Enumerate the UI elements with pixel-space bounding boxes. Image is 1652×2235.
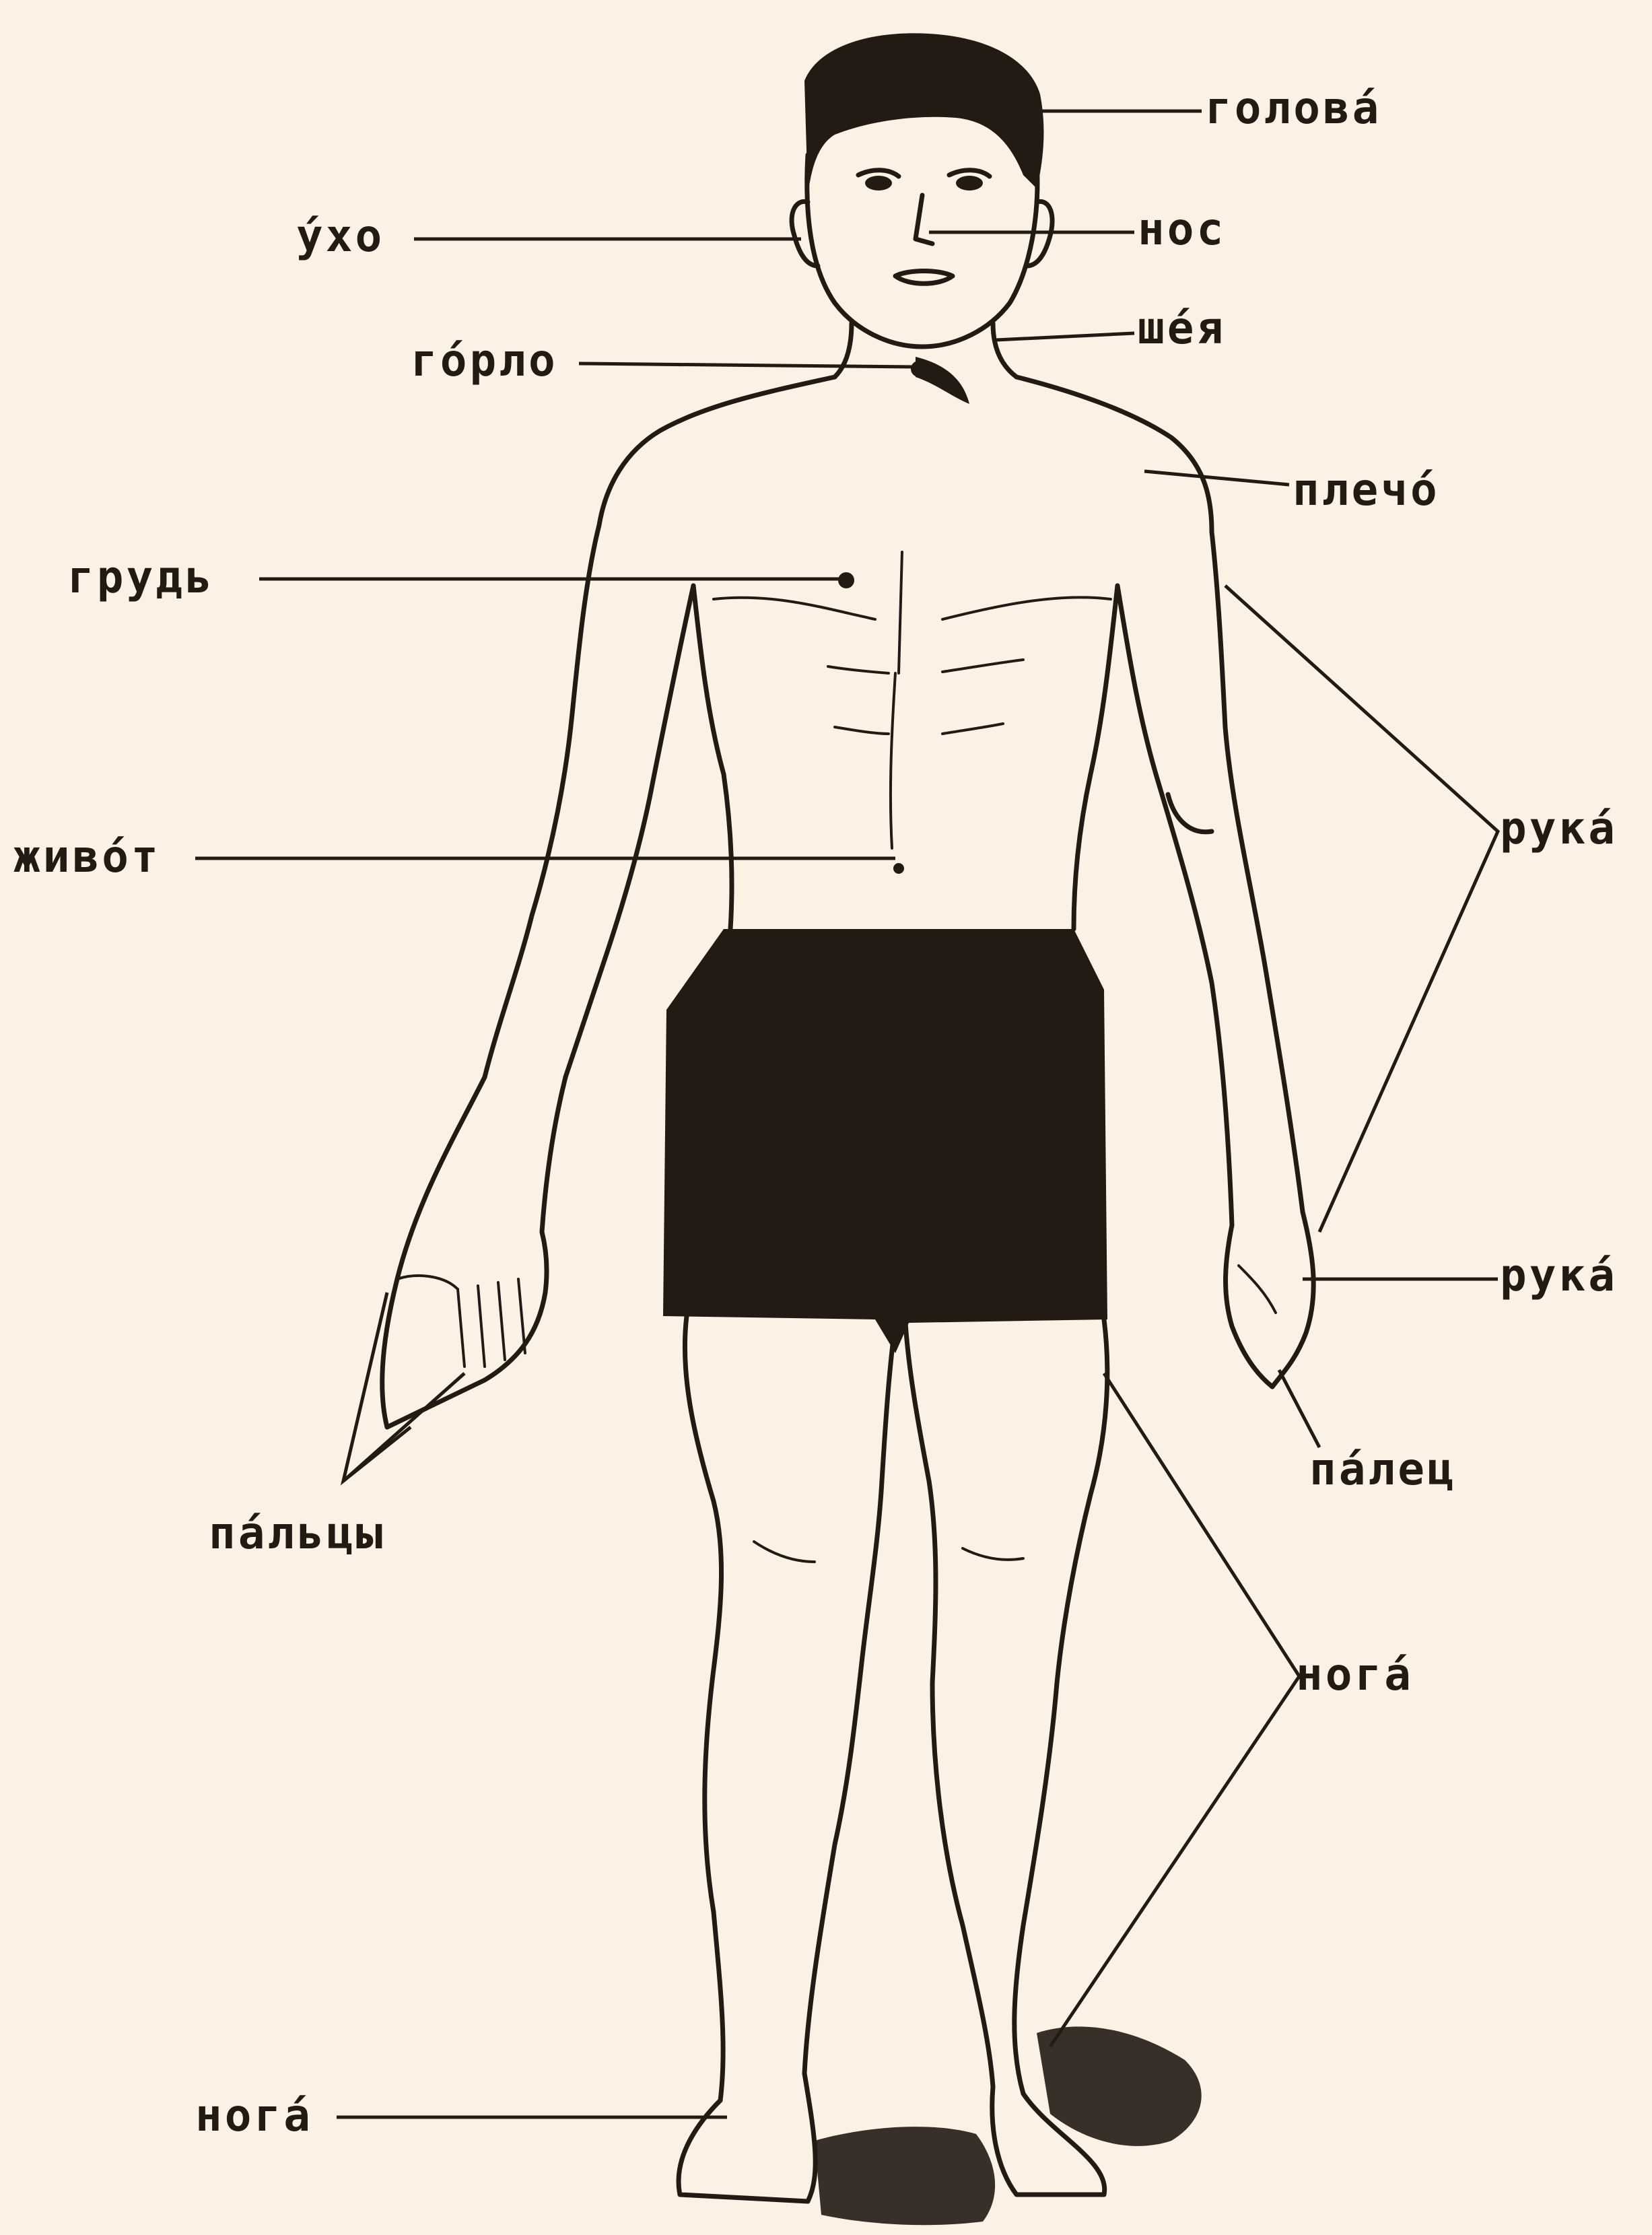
head-drawing [792, 33, 1052, 347]
right-arm-drawing [1117, 532, 1313, 1387]
legs-drawing [679, 1316, 1202, 2225]
label-ear: у́хо [296, 214, 384, 259]
label-finger: па́лец [1309, 1447, 1457, 1492]
label-throat: го́рло [411, 339, 558, 383]
leader-throat [579, 364, 916, 367]
torso-drawing [599, 323, 1212, 929]
leader-neck [996, 333, 1134, 340]
leader-shoulder [1144, 471, 1289, 485]
label-nose: нос [1138, 207, 1226, 252]
leader-arm [1225, 586, 1498, 1232]
label-belly: живо́т [13, 835, 161, 879]
label-foot: нога́ [195, 2094, 313, 2138]
label-head: голова́ [1205, 86, 1381, 131]
shorts-drawing [663, 929, 1107, 1353]
leader-leg [1050, 1373, 1299, 2047]
label-hand: рука́ [1500, 1253, 1618, 1298]
label-neck: ше́я [1138, 306, 1226, 351]
label-chest: грудь [67, 555, 215, 600]
label-arm: рука́ [1500, 806, 1618, 851]
leader-fingers-b [343, 1373, 464, 1481]
left-arm-drawing [382, 525, 693, 1427]
leader-finger [1279, 1370, 1319, 1447]
label-leg: нога́ [1296, 1653, 1414, 1697]
label-fingers: па́льцы [209, 1511, 385, 1556]
label-shoulder: плечо́ [1293, 468, 1440, 512]
